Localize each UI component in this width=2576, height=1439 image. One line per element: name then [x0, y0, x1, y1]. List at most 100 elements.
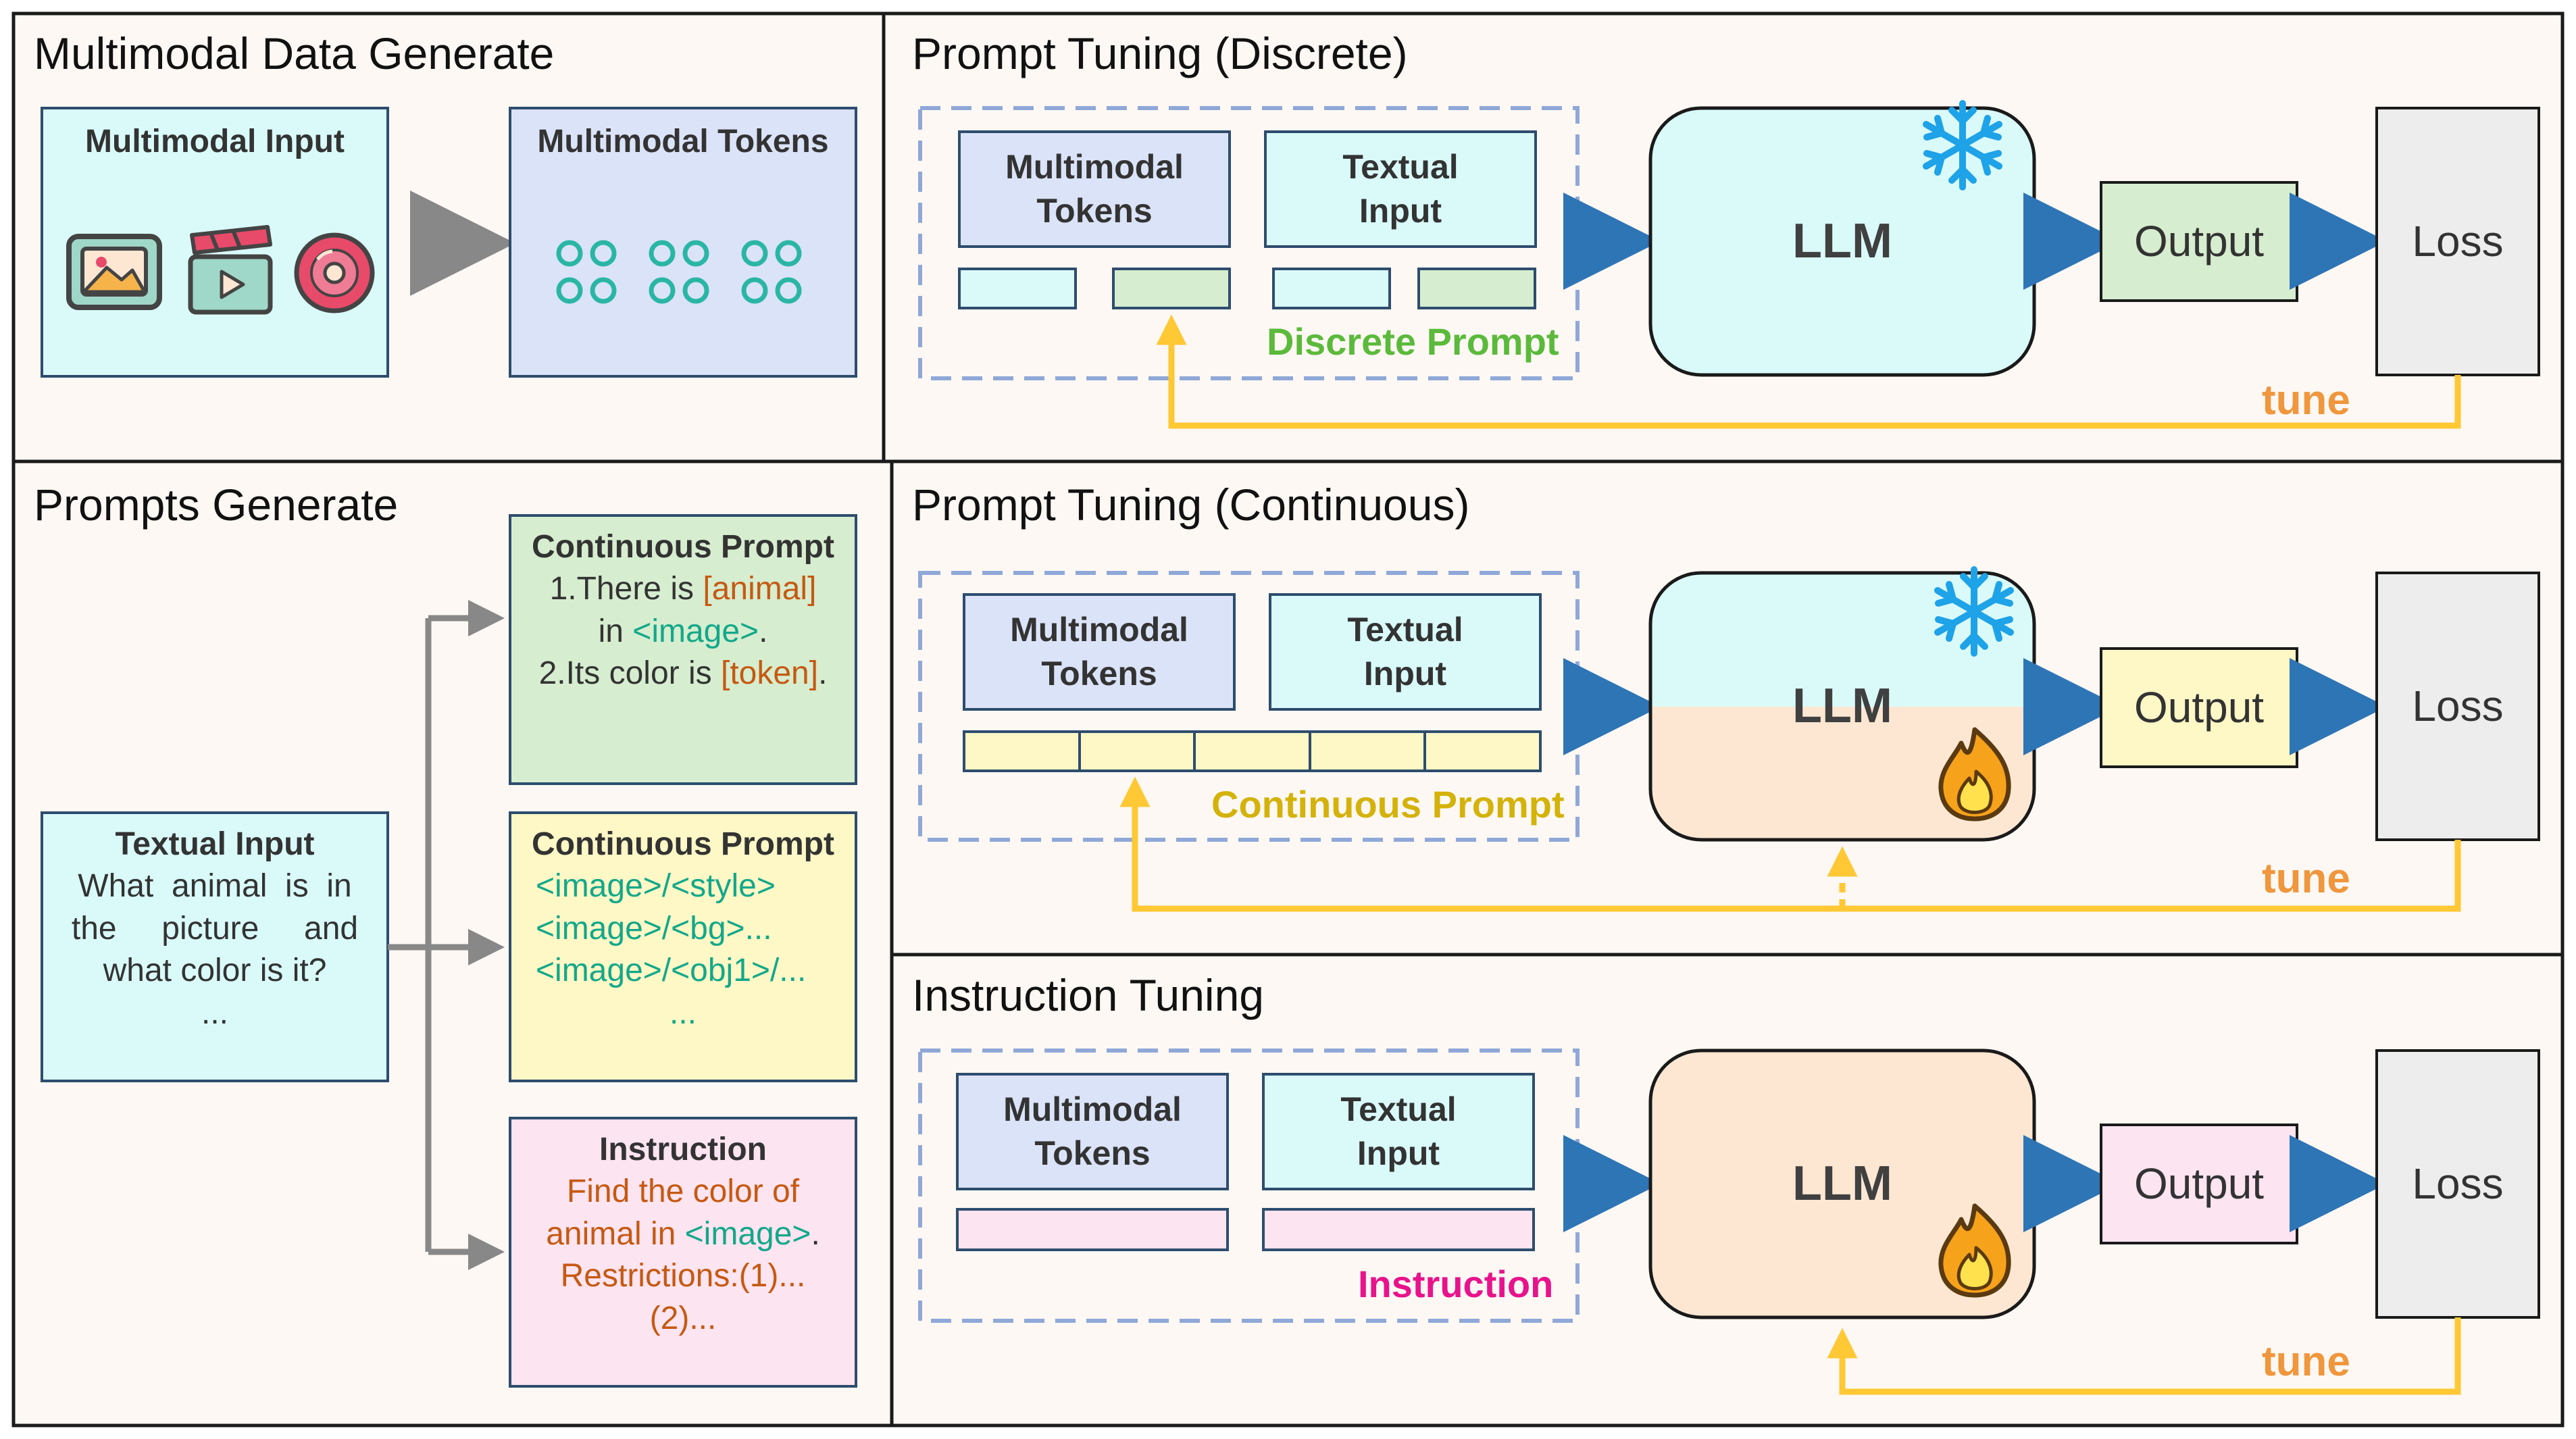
- label-line: Tokens: [1034, 1134, 1151, 1172]
- prompt-slot-token: [animal]: [703, 571, 817, 607]
- continuous-tune-arrow: [1119, 776, 2461, 912]
- instruction-tune-arrow: [1827, 1317, 2461, 1395]
- fire-icon: [1938, 1203, 2011, 1298]
- discrete-multimodal-tokens-box: [958, 130, 1231, 248]
- instruction-line: animal in <image>.: [546, 1213, 820, 1255]
- discrete-llm-label: LLM: [1792, 213, 1892, 268]
- prompt-line: 1.There is [animal]: [550, 568, 817, 610]
- discrete-prompt-slot: [1112, 268, 1231, 309]
- instruction-textual-input-box: [1262, 1073, 1535, 1190]
- continuous-output-label: Output: [2133, 682, 2265, 732]
- panel-title-instruction-tuning: Instruction Tuning: [912, 970, 1264, 1020]
- instruction-tune-label: tune: [2262, 1338, 2350, 1385]
- continuous-prompt-1-text: Continuous Prompt 1.There is [animal] in…: [510, 515, 856, 729]
- label-line: Textual: [1347, 611, 1463, 649]
- prompt-line: <image>/<style>: [536, 868, 776, 905]
- instruction-line: Restrictions:(1)...: [560, 1258, 806, 1294]
- panel-title-multimodal-generate: Multimodal Data Generate: [34, 28, 555, 78]
- continuous-textual-input-label: Textual Input: [1270, 595, 1540, 709]
- continuous-llm-label: LLM: [1792, 678, 1892, 733]
- discrete-tune-label: tune: [2262, 377, 2350, 424]
- discrete-tune-arrow: [1156, 314, 2461, 429]
- discrete-output-box: [2100, 181, 2298, 302]
- prompt-text: 2.Its color is: [538, 655, 721, 692]
- continuous-textual-input-box: [1269, 593, 1542, 711]
- continuous-prompt-heading: Continuous Prompt: [532, 826, 834, 862]
- instruction-text: Instruction Find the color of animal in …: [510, 1118, 856, 1372]
- instruction-heading: Instruction: [599, 1132, 767, 1167]
- label-line: Multimodal: [1010, 611, 1188, 649]
- prompt-slot-token: [token]: [720, 655, 819, 692]
- textual-input-line: what color is it?: [103, 953, 327, 989]
- instruction-box: [509, 1117, 857, 1388]
- prompt-text: .: [818, 655, 828, 692]
- discrete-output-label: Output: [2133, 216, 2265, 266]
- multimodal-input-label: Multimodal Input: [85, 123, 345, 159]
- multimodal-tokens-label: Multimodal Tokens: [537, 123, 829, 159]
- label-line: Input: [1357, 1134, 1440, 1172]
- instruction-text-part: animal in: [546, 1215, 685, 1252]
- continuous-prompt-label: Continuous Prompt: [1211, 783, 1565, 826]
- instruction-multimodal-tokens-label: Multimodal Tokens: [957, 1074, 1228, 1189]
- instruction-loss-label: Loss: [2412, 1159, 2504, 1208]
- instruction-text-part: .: [811, 1215, 820, 1252]
- prompt-line: <image>/<obj1>/...: [536, 953, 807, 989]
- discrete-prompt-label: Discrete Prompt: [1267, 320, 1559, 363]
- instruction-slot: [1262, 1208, 1535, 1251]
- prompt-branch-connector: [388, 600, 505, 1270]
- continuous-prompt-heading: Continuous Prompt: [532, 529, 834, 565]
- discrete-prompt-slot: [1417, 268, 1536, 309]
- label-line: Textual: [1342, 148, 1459, 186]
- continuous-prompt-bar: [963, 730, 1542, 772]
- continuous-prompt-2-text: Continuous Prompt <image>/<style> <image…: [510, 813, 856, 1067]
- snowflake-icon: [1923, 100, 2002, 191]
- instruction-slot: [956, 1208, 1229, 1251]
- panel-title-continuous: Prompt Tuning (Continuous): [912, 480, 1470, 530]
- label-line: Multimodal: [1003, 1090, 1182, 1128]
- prompt-text: in: [598, 613, 633, 649]
- instruction-output-label: Output: [2133, 1159, 2265, 1208]
- snowflake-icon: [1934, 566, 2014, 657]
- discrete-textual-input-box: [1264, 130, 1537, 248]
- discrete-loss-label: Loss: [2412, 216, 2504, 266]
- label-line: Tokens: [1036, 192, 1153, 230]
- instruction-line: (2)...: [649, 1300, 717, 1336]
- discrete-token-slot: [958, 268, 1077, 309]
- image-token: <image>: [632, 613, 759, 649]
- label-line: Tokens: [1041, 655, 1157, 692]
- fire-icon: [1938, 727, 2011, 822]
- textual-input-line: ...: [201, 994, 228, 1031]
- continuous-multimodal-tokens-label: Multimodal Tokens: [964, 595, 1234, 709]
- discrete-loss-box: [2375, 107, 2540, 376]
- image-icon: [66, 234, 162, 310]
- panel-title-prompts-generate: Prompts Generate: [34, 480, 399, 530]
- textual-input-line: What animal is in: [78, 868, 352, 905]
- prompt-line: in <image>.: [599, 611, 768, 653]
- label-line: Input: [1363, 655, 1447, 692]
- prompt-line: <image>/<bg>...: [536, 910, 772, 946]
- panel-title-discrete: Prompt Tuning (Discrete): [912, 28, 1408, 78]
- continuous-prompt-box-1: [509, 514, 857, 785]
- instruction-textual-input-label: Textual Input: [1263, 1074, 1534, 1189]
- label-line: Textual: [1340, 1090, 1457, 1128]
- video-clapper-icon: [188, 225, 273, 315]
- prompt-line: ...: [669, 994, 697, 1031]
- continuous-prompt-box-2: [509, 811, 857, 1082]
- disc-icon: [294, 232, 375, 313]
- image-token: <image>: [684, 1215, 811, 1252]
- textual-input-heading: Textual Input: [115, 826, 315, 862]
- token-circles: [556, 240, 802, 304]
- prompt-line: 2.Its color is [token].: [539, 653, 828, 695]
- continuous-tune-label: tune: [2262, 855, 2350, 902]
- discrete-token-slot: [1272, 268, 1391, 309]
- instruction-llm-label: LLM: [1792, 1156, 1892, 1211]
- prompt-text: 1.There is: [549, 571, 703, 607]
- discrete-textual-input-label: Textual Input: [1265, 132, 1536, 247]
- label-line: Multimodal: [1005, 148, 1184, 186]
- label-line: Input: [1359, 192, 1442, 230]
- prompt-text: .: [759, 613, 768, 649]
- discrete-multimodal-tokens-label: Multimodal Tokens: [959, 132, 1230, 247]
- textual-input-line: the picture and: [71, 910, 359, 946]
